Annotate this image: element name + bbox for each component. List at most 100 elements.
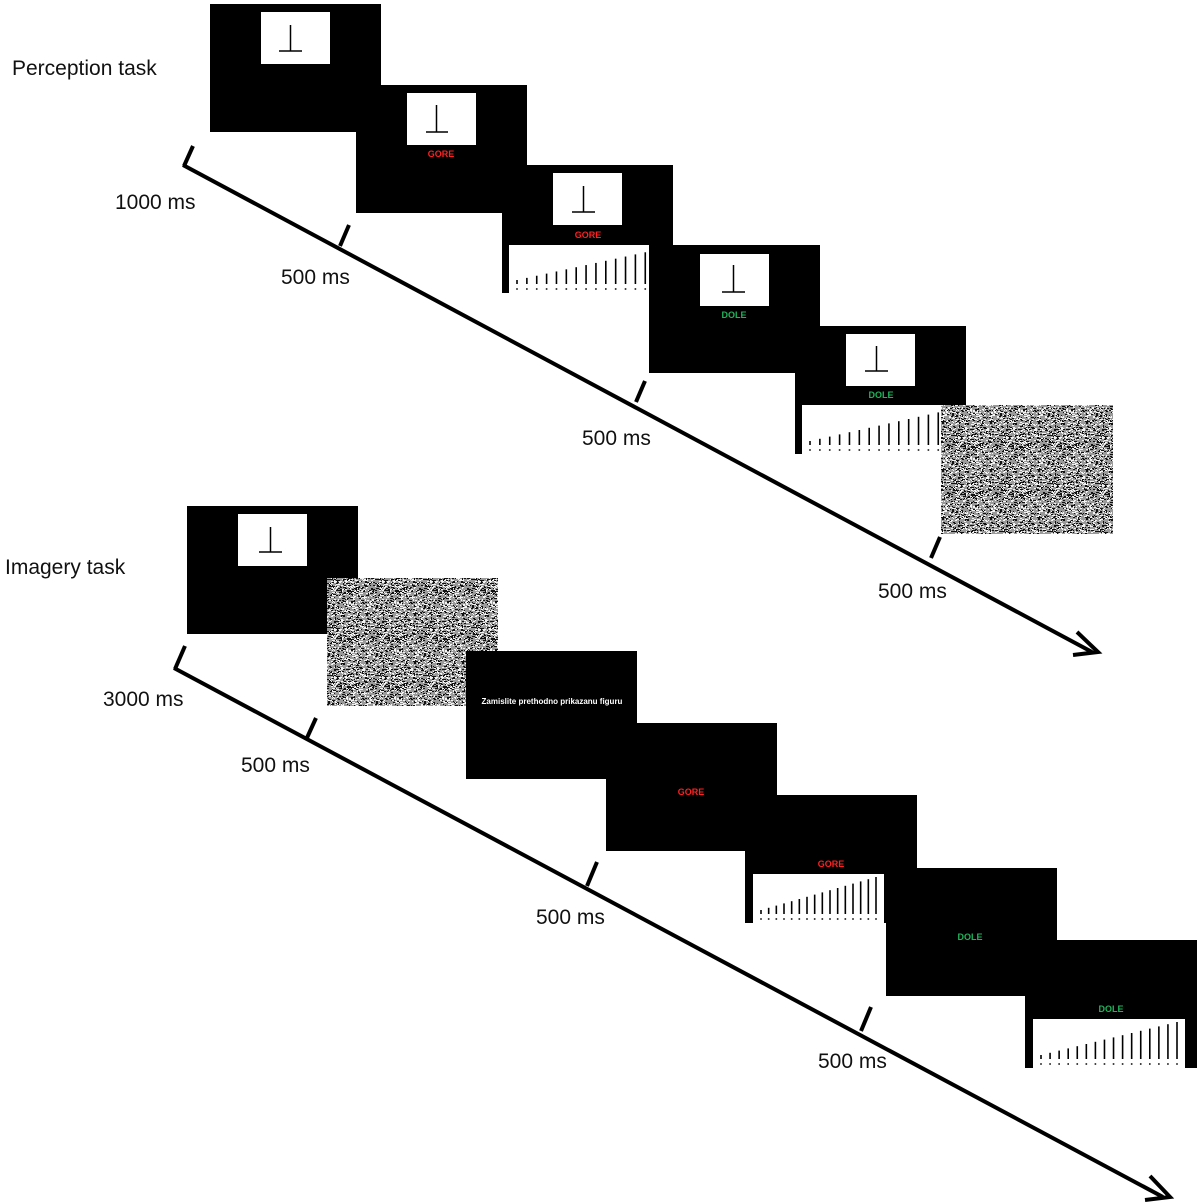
perception-tick-start bbox=[182, 145, 195, 167]
rating-scale-tick-label bbox=[907, 449, 910, 451]
rating-scale-tick-label bbox=[535, 288, 538, 290]
figure-panel bbox=[261, 12, 330, 64]
figure-panel bbox=[553, 173, 622, 225]
rating-scale-tick-label bbox=[1067, 1063, 1069, 1065]
perception-duration-2: 500 ms bbox=[582, 427, 651, 450]
rating-scale-tick-label bbox=[828, 449, 831, 451]
rating-scale-tick-label bbox=[852, 918, 854, 920]
rating-scale-tick-label bbox=[1058, 1063, 1060, 1065]
rating-scale-tick-label bbox=[526, 288, 528, 290]
rating-scale-tick-label bbox=[575, 288, 577, 290]
rating-scale-tick-label bbox=[545, 288, 548, 290]
rating-scale-tick-label bbox=[624, 288, 627, 290]
rating-scale-tick-label bbox=[836, 918, 839, 920]
perception-tick-2 bbox=[634, 380, 647, 403]
rating-scale-tick-label bbox=[809, 449, 811, 451]
rating-scale-panel bbox=[753, 874, 884, 923]
imagery-duration-2: 500 ms bbox=[536, 906, 605, 929]
imagery-tick-2 bbox=[585, 861, 599, 887]
rating-scale-tick-label bbox=[1103, 1063, 1106, 1065]
rating-scale-tick-label bbox=[1167, 1063, 1169, 1065]
rating-scale-tick-label bbox=[644, 288, 647, 290]
rating-scale-tick-label bbox=[875, 918, 877, 920]
rating-scale-tick-label bbox=[898, 449, 900, 451]
rating-scale-tick-label bbox=[1121, 1063, 1124, 1065]
rating-scale-tick-label bbox=[798, 918, 801, 920]
rating-scale-tick-label bbox=[790, 918, 793, 920]
rating-scale-tick-label bbox=[848, 449, 851, 451]
rating-scale-tick-label bbox=[1158, 1063, 1160, 1065]
imagery-screen-cue-dole: DOLE bbox=[886, 868, 1057, 996]
rating-scale-tick-label bbox=[888, 449, 890, 451]
rating-scale-tick-label bbox=[565, 288, 568, 290]
rating-scale-tick-label bbox=[585, 288, 587, 290]
cue-word-down: DOLE bbox=[1098, 1004, 1123, 1014]
figure-panel bbox=[846, 334, 915, 386]
imagery-task-title: Imagery task bbox=[5, 556, 126, 579]
perception-arrow-head bbox=[1072, 630, 1103, 657]
rating-scale-tick-label bbox=[760, 918, 762, 920]
rating-scale bbox=[509, 245, 673, 293]
cue-word-up: GORE bbox=[818, 859, 845, 869]
rating-scale-tick-label bbox=[1149, 1063, 1151, 1065]
imagery-tick-start bbox=[173, 645, 187, 670]
rating-scale-panel bbox=[509, 245, 673, 293]
perception-tick-1 bbox=[338, 224, 351, 247]
imagery-timeline bbox=[173, 645, 1175, 1202]
rating-scale-tick-label bbox=[555, 288, 558, 290]
rating-scale-tick-label bbox=[859, 918, 862, 920]
perception-noise-mask bbox=[941, 405, 1113, 534]
rating-scale-tick-label bbox=[1130, 1063, 1133, 1065]
imagery-tick-3 bbox=[859, 1006, 873, 1032]
figure-panel bbox=[700, 254, 769, 306]
cue-word-down: DOLE bbox=[868, 390, 893, 400]
rating-scale-tick-label bbox=[1112, 1063, 1115, 1065]
rating-scale-tick-label bbox=[783, 918, 785, 920]
rating-scale-tick-label bbox=[878, 449, 880, 451]
rating-scale-tick-label bbox=[614, 288, 617, 290]
perception-timeline-axis bbox=[182, 163, 1093, 654]
imagery-duration-3: 500 ms bbox=[818, 1050, 887, 1073]
perception-duration-1: 500 ms bbox=[281, 266, 350, 289]
figure-panel bbox=[407, 93, 476, 145]
rating-scale-tick-label bbox=[829, 918, 831, 920]
rating-scale-tick-label bbox=[767, 918, 770, 920]
rating-scale-tick-label bbox=[516, 288, 518, 290]
perception-duration-0: 1000 ms bbox=[115, 191, 196, 214]
rating-scale-tick-label bbox=[605, 288, 607, 290]
perception-task-title: Perception task bbox=[12, 57, 157, 80]
imagery-timeline-axis bbox=[173, 666, 1164, 1199]
rating-scale-tick-label bbox=[595, 288, 597, 290]
instruction-text: Zamislite prethodno prikazanu figuru bbox=[482, 697, 623, 706]
rating-scale-tick-label bbox=[858, 449, 861, 451]
rating-scale-tick-label bbox=[821, 918, 824, 920]
cue-word-down: DOLE bbox=[957, 932, 982, 942]
rating-scale bbox=[753, 874, 884, 923]
rating-scale-tick-label bbox=[1076, 1063, 1079, 1065]
rating-scale-tick-label bbox=[868, 449, 870, 451]
perception-screen-response-dole: DOLE bbox=[795, 326, 966, 454]
rating-scale-tick-label bbox=[1094, 1063, 1097, 1065]
perception-screen-figure bbox=[210, 4, 381, 132]
rating-scale-tick-label bbox=[819, 449, 821, 451]
imagery-screen-response-dole: DOLE bbox=[1025, 940, 1197, 1068]
rating-scale-tick-label bbox=[1040, 1063, 1042, 1065]
rating-scale-tick-label bbox=[1176, 1063, 1178, 1065]
cue-word-up: GORE bbox=[678, 787, 705, 797]
cue-word-up: GORE bbox=[428, 149, 455, 159]
perception-screen-response-gore: GORE bbox=[502, 165, 673, 293]
cue-word-up: GORE bbox=[575, 230, 602, 240]
imagery-duration-0: 3000 ms bbox=[103, 688, 184, 711]
perception-screen-cue-dole: DOLE bbox=[649, 245, 820, 373]
rating-scale-tick-label bbox=[1139, 1063, 1142, 1065]
rating-scale-tick-label bbox=[867, 918, 870, 920]
perception-timeline bbox=[182, 145, 1103, 657]
perception-tick-3 bbox=[929, 536, 942, 559]
imagery-duration-1: 500 ms bbox=[241, 754, 310, 777]
cue-word-down: DOLE bbox=[721, 310, 746, 320]
rating-scale-tick-label bbox=[1085, 1063, 1088, 1065]
perception-screen-cue-gore: GORE bbox=[356, 85, 527, 213]
rating-scale-tick-label bbox=[813, 918, 816, 920]
